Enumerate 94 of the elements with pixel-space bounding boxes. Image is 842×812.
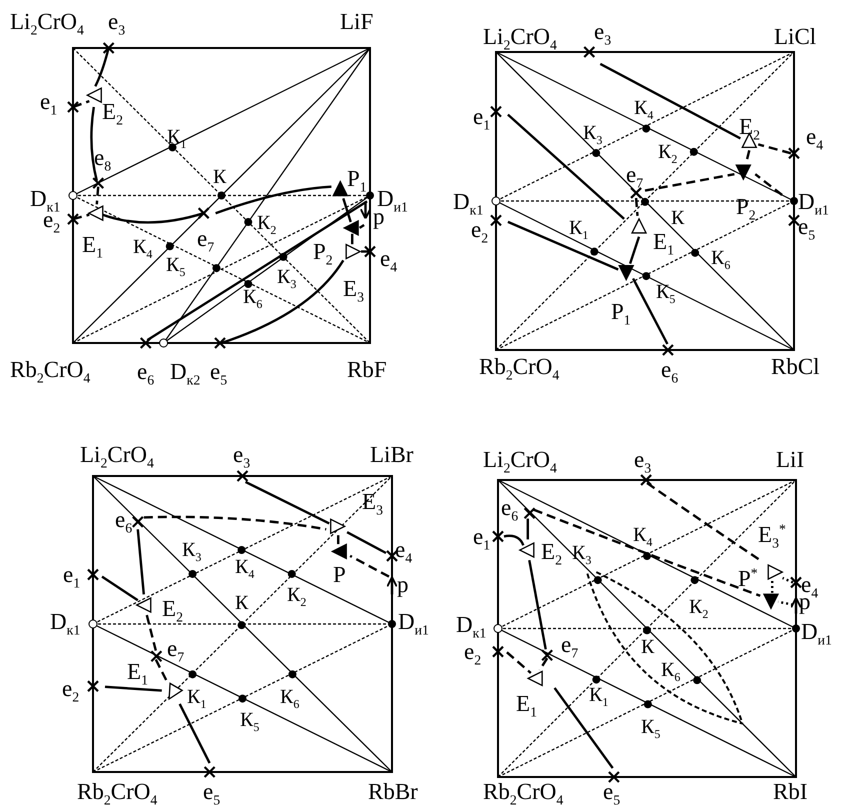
point-label: E$_{2}$ [102, 100, 123, 123]
point-label: D$_{и1}$ [798, 190, 829, 213]
point-label: e$_{7}$ [197, 227, 214, 250]
compound-label: Rb$_{2}$CrO$_{4}$ [479, 355, 560, 378]
point-label: К$_{2}$ [658, 142, 678, 162]
compound-label: Li$_{2}$CrO$_{4}$ [80, 443, 154, 466]
point-label: К$_{4}$ [633, 525, 652, 545]
point-label: E$_{1}$ [127, 660, 148, 683]
point-label: e$_{7}$ [626, 163, 644, 186]
point-label: К$_{2}$ [257, 213, 276, 233]
point-label: e$_{5}$ [210, 360, 228, 383]
compound-label: Rb$_{2}$CrO$_{4}$ [483, 780, 564, 803]
point-label: К [641, 637, 654, 657]
point-label: К$_{3}$ [572, 543, 592, 563]
point-label: D$_{и1}$ [398, 610, 429, 633]
point-label: К$_{1}$ [589, 685, 608, 705]
point-label: К$_{2}$ [689, 597, 708, 617]
point-label: К$_{5}$ [656, 282, 676, 302]
point-label: E$_{2}$ [739, 115, 760, 138]
point-label: К$_{4}$ [133, 237, 152, 257]
point-label: К$_{1}$ [569, 218, 588, 238]
compound-label: RbF [347, 358, 387, 381]
compound-label: LiBr [370, 443, 414, 466]
point-label: К$_{3}$ [182, 540, 202, 560]
point-label: К [213, 167, 226, 187]
compound-label: Li$_{2}$CrO$_{4}$ [10, 10, 84, 33]
point-label: p [397, 573, 408, 596]
point-label: e$_{3}$ [108, 10, 126, 33]
compound-label: Li$_{2}$CrO$_{4}$ [483, 25, 557, 48]
point-label: e$_{7}$ [561, 633, 578, 656]
point-label: e$_{1}$ [63, 563, 80, 586]
compound-label: Li$_{2}$CrO$_{4}$ [483, 448, 557, 471]
point-label: e$_{6}$ [137, 360, 154, 383]
compound-label: Rb$_{2}$CrO$_{4}$ [77, 780, 158, 803]
point-label: P$_{1}$ [347, 167, 367, 190]
point-label: К$_{3}$ [277, 267, 296, 287]
point-label: e$_{2}$ [62, 677, 80, 700]
point-label: D$_{к1}$ [456, 613, 486, 636]
point-label: e$_{3}$ [594, 20, 612, 43]
compound-label: Rb$_{2}$CrO$_{4}$ [10, 358, 90, 381]
point-label: К$_{5}$ [240, 710, 260, 730]
compound-label: RbI [773, 780, 808, 803]
point-label: e$_{5}$ [603, 780, 620, 803]
point-label: e$_{1}$ [473, 525, 490, 548]
point-label: К$_{1}$ [187, 687, 206, 707]
point-label: P$_{2}$ [736, 195, 756, 218]
point-label: E$_{1}$ [516, 692, 537, 715]
point-label: E$_{3}$ [362, 490, 383, 513]
point-label: P$_{1}$ [611, 300, 631, 323]
point-label: E$_{1}$ [653, 230, 674, 253]
point-label: К$_{3}$ [583, 123, 602, 143]
point-label: e$_{5}$ [203, 780, 220, 803]
point-label: К$_{4}$ [235, 557, 254, 577]
point-label: D$_{к1}$ [50, 610, 80, 633]
compound-label: LiF [340, 10, 374, 33]
point-label: e$_{6}$ [115, 508, 132, 531]
point-label: e$_{4}$ [801, 573, 818, 596]
point-label: e$_{3}$ [233, 443, 250, 466]
point-label: К$_{4}$ [634, 98, 654, 118]
point-label: P$^{*}$ [738, 567, 758, 590]
point-label: P [333, 563, 346, 586]
point-label: К$_{6}$ [711, 248, 730, 268]
point-label: e$_{4}$ [806, 125, 824, 148]
point-label: D$_{к2}$ [170, 360, 200, 383]
point-label: e$_{6}$ [501, 496, 518, 519]
compound-label: RbBr [368, 780, 418, 803]
point-label: К$_{2}$ [287, 585, 306, 605]
point-label: К [671, 208, 684, 228]
point-label: К$_{5}$ [641, 717, 660, 737]
compound-label: RbCl [771, 355, 820, 378]
point-label: E$_{2}$ [541, 540, 562, 563]
point-label: К$_{6}$ [243, 287, 262, 307]
point-label: E$_{2}$ [162, 597, 183, 620]
point-label: E$_{1}$ [82, 233, 103, 256]
point-label: P$_{2}$ [313, 240, 333, 263]
point-label: e$_{1}$ [40, 90, 58, 113]
point-label: К$_{6}$ [280, 687, 300, 707]
point-label: e$_{5}$ [798, 215, 816, 238]
point-label: e$_{7}$ [167, 637, 184, 660]
point-label: К$_{6}$ [661, 660, 680, 680]
point-label: e$_{6}$ [661, 358, 678, 381]
compound-label: LiI [776, 448, 804, 471]
point-label: e$_{2}$ [464, 640, 482, 663]
point-label: e$_{8}$ [94, 146, 112, 169]
point-label: e$_{2}$ [471, 218, 488, 241]
compound-label: LiCl [774, 25, 816, 48]
point-label: К [235, 593, 248, 613]
point-label: К$_{5}$ [166, 255, 186, 275]
point-label: E$_{3}$ [343, 277, 364, 300]
point-label: e$_{4}$ [380, 247, 398, 270]
point-label: D$_{к1}$ [453, 190, 484, 213]
point-label: e$_{1}$ [473, 105, 490, 128]
point-label: D$_{и1}$ [801, 620, 832, 643]
point-label: e$_{3}$ [634, 448, 652, 471]
